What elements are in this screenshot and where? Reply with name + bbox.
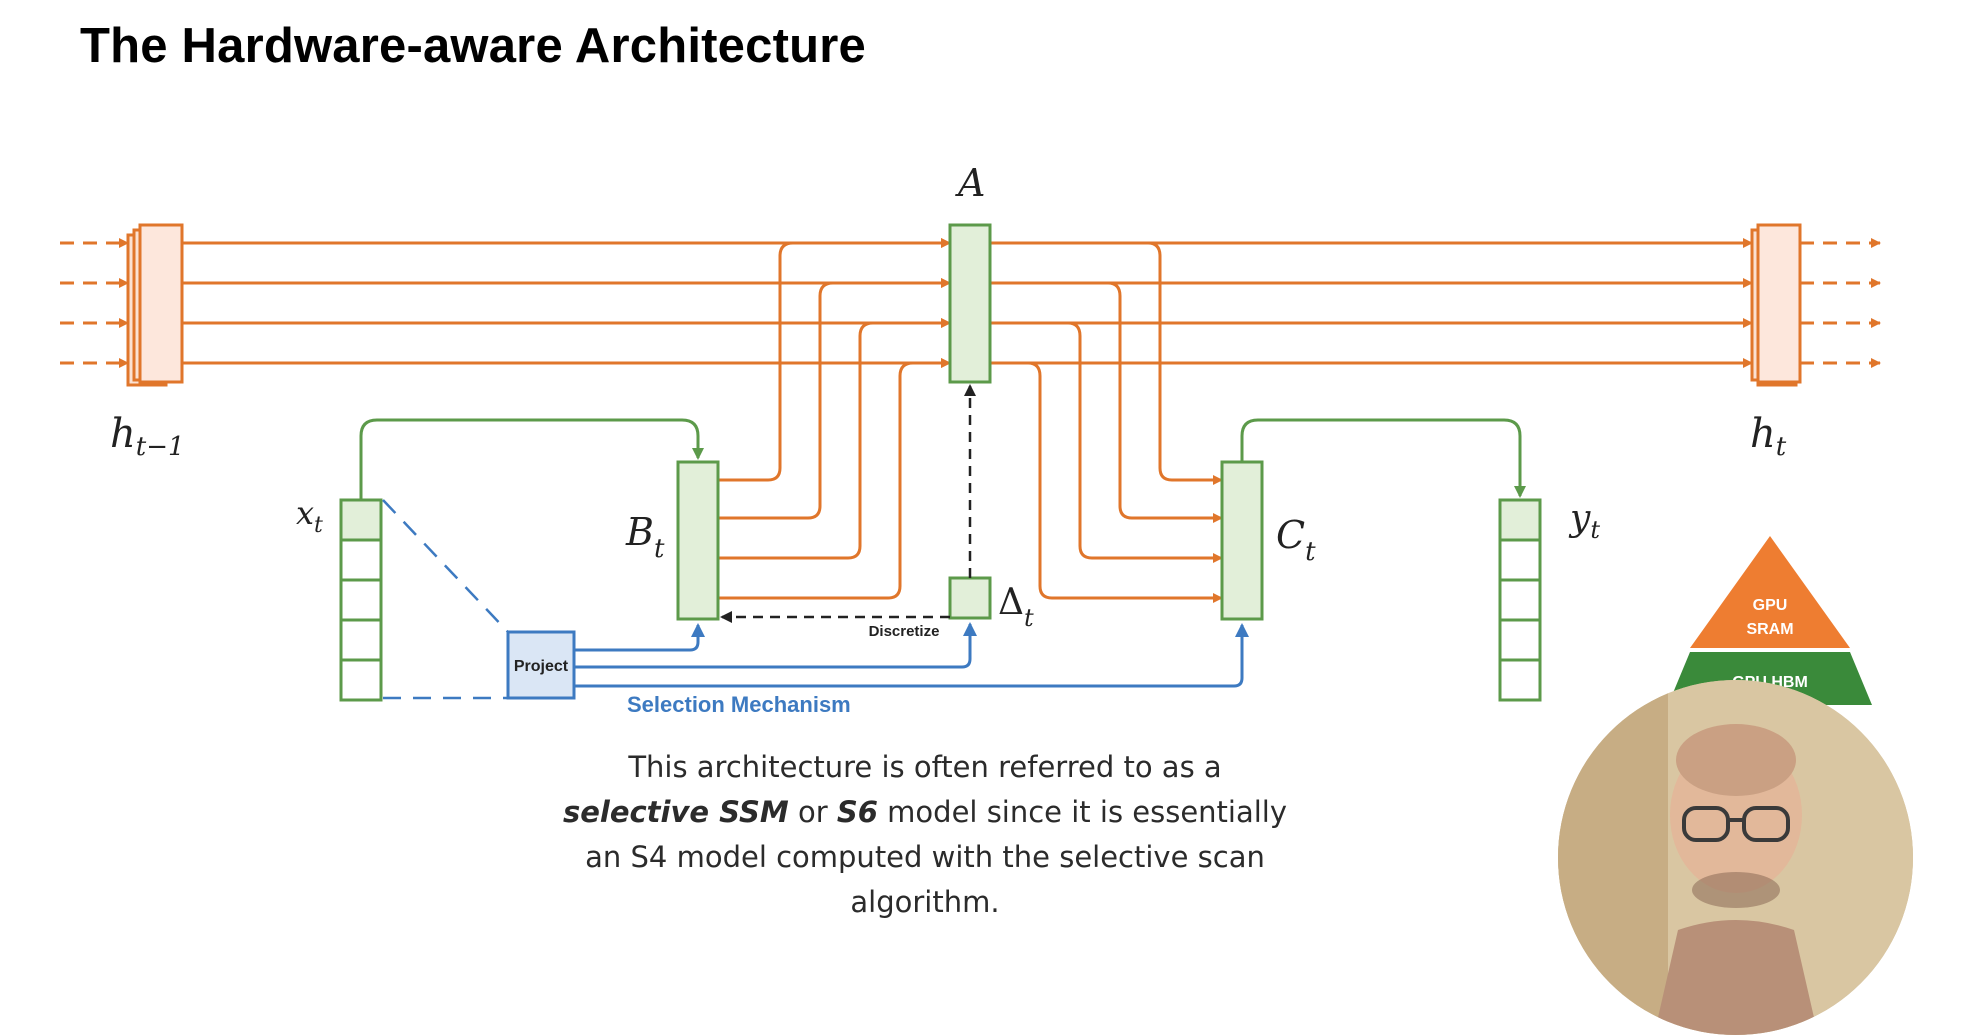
slide-caption: This architecture is often referred to a… (560, 745, 1290, 925)
state-dashed-lines (60, 238, 1881, 368)
y-label: yt (1568, 498, 1600, 544)
caption-part2: or (788, 795, 837, 829)
pyramid-top (1690, 536, 1850, 648)
state-main-lines (182, 238, 1753, 368)
state-next-label: ht (1750, 411, 1787, 462)
project-label: Project (514, 658, 569, 675)
discretize-arrows (720, 384, 976, 623)
caption-emphasis-s6: S6 (836, 795, 878, 829)
caption-emphasis-selective-ssm: selective SSM (562, 795, 789, 829)
slide-title: The Hardware-aware Architecture (80, 19, 866, 73)
state-stack-next (1750, 223, 1802, 387)
b-label: Bt (625, 510, 665, 564)
caption-part1: This architecture is often referred to a… (628, 750, 1222, 784)
delta-label: Δt (998, 582, 1034, 632)
presenter-video-icon (1558, 680, 1913, 1035)
delta-block (948, 576, 992, 620)
y-output-column (1498, 498, 1542, 702)
svg-text:SRAM: SRAM (1746, 621, 1793, 638)
a-matrix-block (948, 223, 992, 384)
selection-arrows (574, 622, 1249, 688)
x-input-column (339, 498, 383, 702)
presenter-webcam (1558, 680, 1913, 1035)
c-label: Ct (1276, 513, 1316, 567)
selection-mechanism-label: Selection Mechanism (627, 692, 851, 717)
state-prev-label: ht−1 (110, 411, 185, 462)
projection-dashes (382, 499, 509, 700)
green-connectors (359, 418, 1526, 500)
a-label: A (955, 161, 985, 205)
b-matrix-block (676, 460, 720, 621)
state-stack-prev (126, 223, 184, 387)
discretize-label: Discretize (869, 623, 940, 640)
b-to-a-lines (718, 238, 951, 600)
x-label: xt (296, 494, 323, 538)
project-box (506, 630, 576, 700)
svg-text:GPU: GPU (1753, 597, 1788, 614)
architecture-diagram: ht−1 ht A Bt Ct Δt xt yt Project Discret… (60, 161, 1881, 717)
a-to-c-lines (990, 241, 1223, 603)
c-matrix-block (1220, 460, 1264, 621)
memory-pyramid: GPU SRAM GPU HBM (1668, 536, 1872, 705)
caption-part3: model since it is essentially an S4 mode… (585, 795, 1288, 919)
